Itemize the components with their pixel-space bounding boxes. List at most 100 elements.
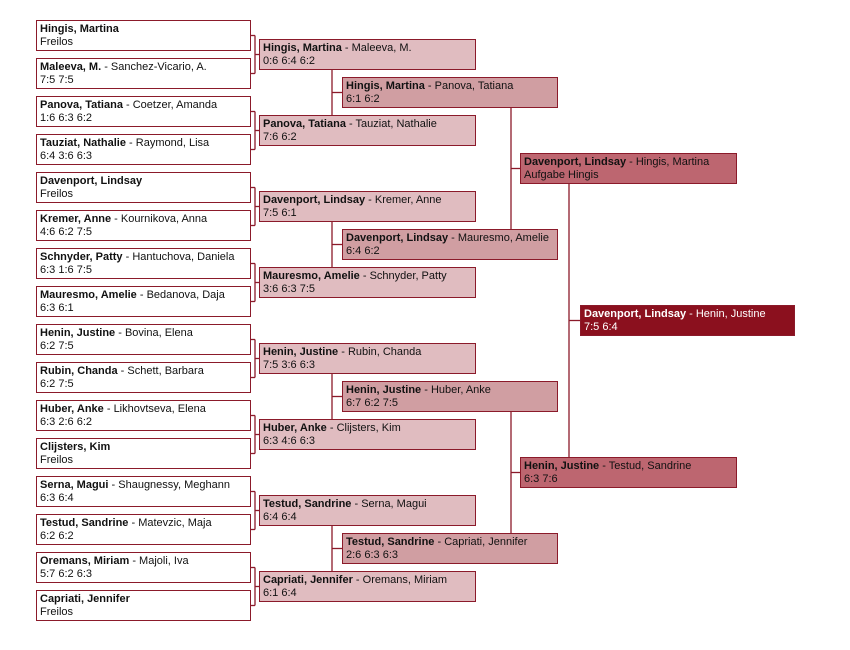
match-players: Testud, Sandrine - Serna, Magui bbox=[263, 498, 472, 511]
winner-name: Hingis, Martina bbox=[40, 23, 119, 35]
match-score: 6:2 6:2 bbox=[40, 530, 74, 542]
separator: - bbox=[599, 460, 609, 472]
match-players: Hingis, Martina bbox=[40, 23, 247, 36]
loser-name: Capriati, Jennifer bbox=[444, 536, 528, 548]
match-players: Huber, Anke - Likhovtseva, Elena bbox=[40, 403, 247, 416]
winner-name: Davenport, Lindsay bbox=[584, 308, 687, 320]
match-players: Henin, Justine - Testud, Sandrine bbox=[524, 460, 733, 473]
separator: - bbox=[326, 422, 337, 434]
separator: - bbox=[115, 327, 125, 339]
match-score: Aufgabe Hingis bbox=[524, 169, 599, 181]
separator: - bbox=[108, 479, 119, 491]
match-score: 6:7 6:2 7:5 bbox=[346, 397, 398, 409]
match-players: Mauresmo, Amelie - Schnyder, Patty bbox=[263, 270, 472, 283]
match-players: Clijsters, Kim bbox=[40, 441, 247, 454]
match-players: Panova, Tatiana - Coetzer, Amanda bbox=[40, 99, 247, 112]
match-players: Davenport, Lindsay - Henin, Justine bbox=[584, 308, 791, 321]
match-players: Capriati, Jennifer bbox=[40, 593, 247, 606]
winner-name: Mauresmo, Amelie bbox=[263, 270, 360, 282]
loser-name: Kournikova, Anna bbox=[120, 213, 208, 225]
loser-name: Hingis, Martina bbox=[635, 156, 710, 168]
winner-name: Panova, Tatiana bbox=[40, 99, 123, 111]
loser-name: Testud, Sandrine bbox=[608, 460, 692, 472]
winner-name: Oremans, Miriam bbox=[40, 555, 130, 567]
match-score: 6:3 1:6 7:5 bbox=[40, 264, 92, 276]
loser-name: Henin, Justine bbox=[695, 308, 766, 320]
loser-name: Majoli, Iva bbox=[139, 555, 189, 567]
loser-name: Kremer, Anne bbox=[374, 194, 442, 206]
match-score: Freilos bbox=[40, 36, 74, 48]
winner-name: Henin, Justine bbox=[524, 460, 600, 472]
match-score: 2:6 6:3 6:3 bbox=[346, 549, 398, 561]
match-score: Freilos bbox=[40, 606, 74, 618]
match-players: Kremer, Anne - Kournikova, Anna bbox=[40, 213, 247, 226]
separator: - bbox=[338, 346, 348, 358]
loser-name: Tauziat, Nathalie bbox=[355, 118, 437, 130]
match-score: 6:3 4:6 6:3 bbox=[263, 435, 315, 447]
separator: - bbox=[351, 498, 362, 510]
winner-name: Testud, Sandrine bbox=[346, 536, 435, 548]
match-score: 7:5 7:5 bbox=[40, 74, 74, 86]
separator: - bbox=[101, 61, 111, 73]
winner-name: Davenport, Lindsay bbox=[40, 175, 143, 187]
separator: - bbox=[128, 517, 139, 529]
winner-name: Hingis, Martina bbox=[263, 42, 342, 54]
loser-name: Clijsters, Kim bbox=[336, 422, 401, 434]
winner-name: Davenport, Lindsay bbox=[524, 156, 627, 168]
match-score: 4:6 6:2 7:5 bbox=[40, 226, 92, 238]
match-box-round-2[interactable]: Hingis, Martina - Maleeva, M.0:6 6:4 6:2 bbox=[259, 39, 476, 70]
winner-name: Maleeva, M. bbox=[40, 61, 102, 73]
match-players: Maleeva, M. - Sanchez-Vicario, A. bbox=[40, 61, 247, 74]
winner-name: Panova, Tatiana bbox=[263, 118, 346, 130]
match-players: Capriati, Jennifer - Oremans, Miriam bbox=[263, 574, 472, 587]
match-box-round-1[interactable]: Maleeva, M. - Sanchez-Vicario, A.7:5 7:5 bbox=[36, 58, 251, 89]
match-score: 6:1 6:2 bbox=[346, 93, 380, 105]
winner-name: Clijsters, Kim bbox=[40, 441, 111, 453]
match-score: 7:6 6:2 bbox=[263, 131, 297, 143]
loser-name: Matevzic, Maja bbox=[138, 517, 212, 529]
loser-name: Coetzer, Amanda bbox=[132, 99, 218, 111]
match-score: 6:3 7:6 bbox=[524, 473, 558, 485]
separator: - bbox=[359, 270, 370, 282]
match-score: 6:4 6:4 bbox=[263, 511, 297, 523]
winner-name: Tauziat, Nathalie bbox=[40, 137, 126, 149]
loser-name: Bovina, Elena bbox=[124, 327, 193, 339]
match-players: Testud, Sandrine - Matevzic, Maja bbox=[40, 517, 247, 530]
separator: - bbox=[103, 403, 114, 415]
match-players: Davenport, Lindsay - Kremer, Anne bbox=[263, 194, 472, 207]
match-score: Freilos bbox=[40, 188, 74, 200]
winner-name: Davenport, Lindsay bbox=[263, 194, 366, 206]
loser-name: Hantuchova, Daniela bbox=[132, 251, 235, 263]
loser-name: Huber, Anke bbox=[430, 384, 491, 396]
